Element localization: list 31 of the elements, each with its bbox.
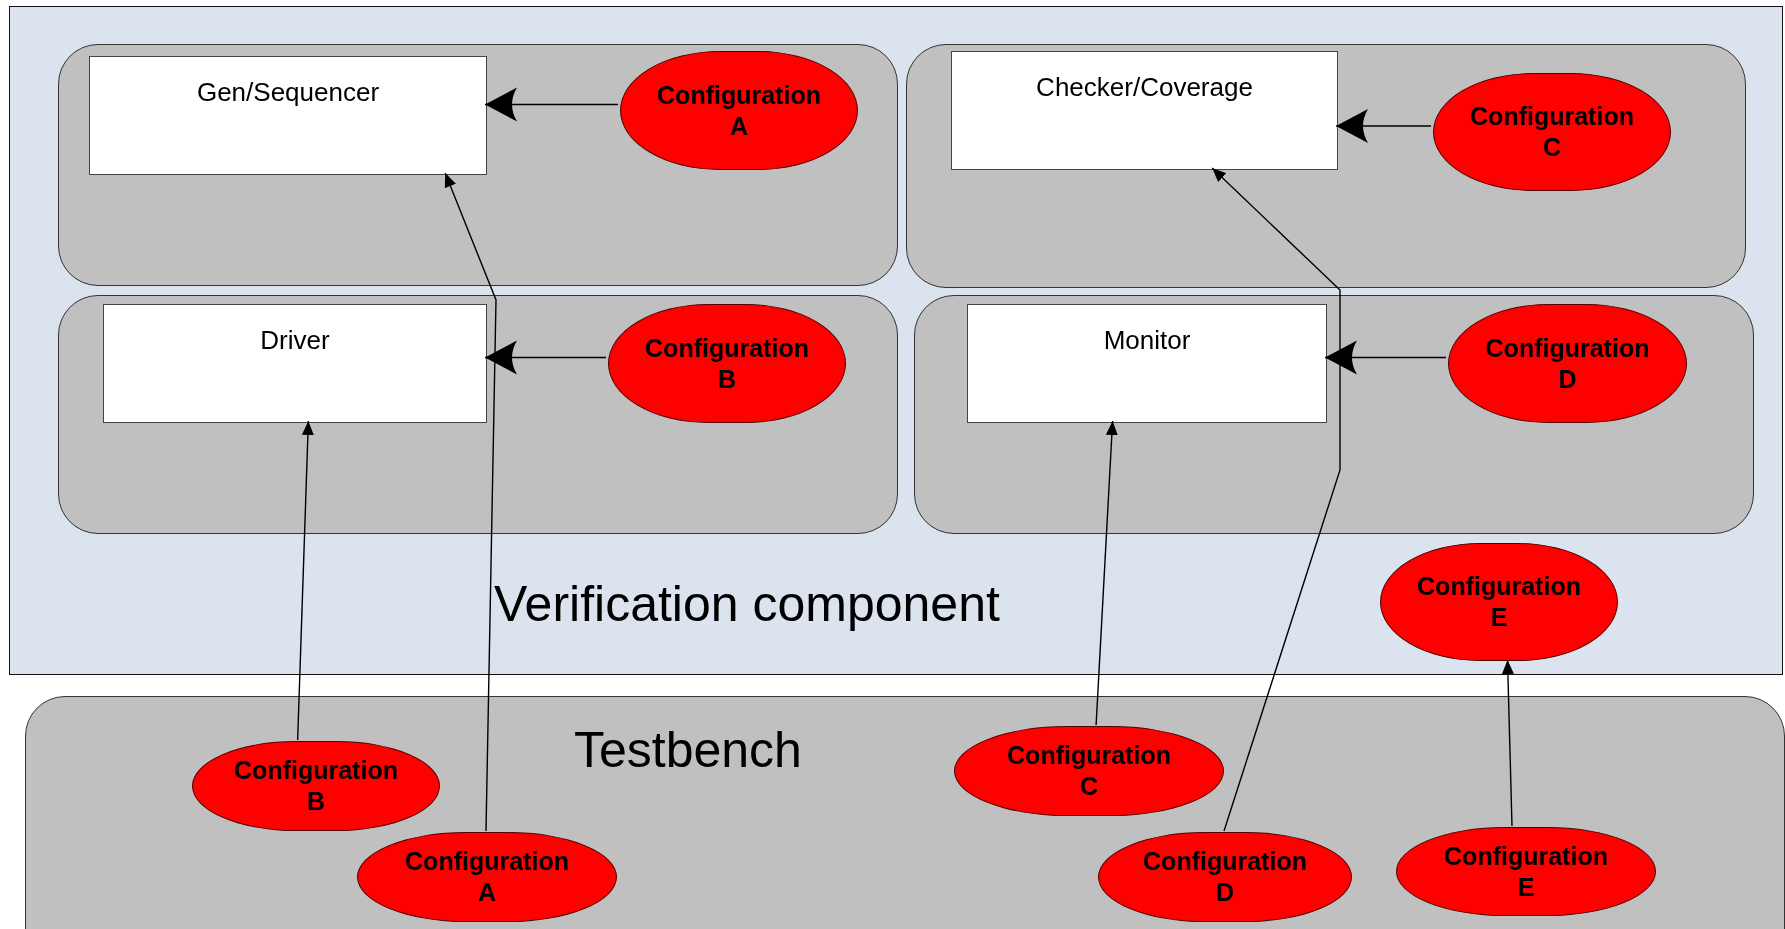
group-panel xyxy=(906,44,1746,288)
configuration-label: Configuration E xyxy=(1443,840,1609,903)
panel-title: Testbench xyxy=(574,721,802,779)
configuration-label: Configuration D xyxy=(1142,845,1308,908)
group-panel xyxy=(58,295,898,534)
configuration-label: Configuration E xyxy=(1416,570,1582,633)
arrow xyxy=(1095,420,1118,726)
configuration-label: Configuration B xyxy=(644,332,810,395)
block-label: Gen/Sequencer xyxy=(195,77,381,108)
panel-title: Verification component xyxy=(494,575,1000,633)
configuration-label: Configuration A xyxy=(404,845,570,908)
verification-component-panel xyxy=(9,6,1783,675)
configuration-label: Configuration A xyxy=(656,79,822,142)
group-panel xyxy=(914,295,1754,534)
arrow xyxy=(1501,659,1514,827)
block-label: Monitor xyxy=(1102,325,1192,356)
arrow xyxy=(1211,167,1341,832)
configuration-label: Configuration C xyxy=(1469,100,1635,163)
arrow xyxy=(296,420,314,741)
process-box xyxy=(967,304,1327,423)
configuration-label: Configuration D xyxy=(1484,332,1651,395)
configuration-label: Configuration B xyxy=(233,754,399,817)
configuration-label: Configuration C xyxy=(1006,739,1172,802)
arrow xyxy=(444,172,497,832)
block-label: Driver xyxy=(259,325,331,356)
testbench-panel xyxy=(25,696,1785,929)
process-box xyxy=(89,56,487,175)
process-box xyxy=(951,51,1338,170)
block-label: Checker/Coverage xyxy=(1035,72,1254,103)
process-box xyxy=(103,304,487,423)
group-panel xyxy=(58,44,898,286)
